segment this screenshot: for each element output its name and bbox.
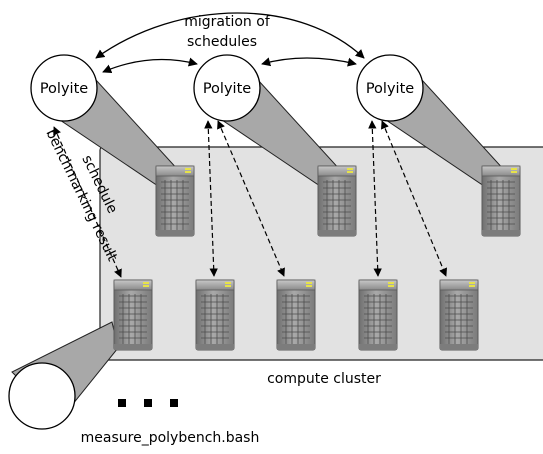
polyite-label-1: Polyite	[40, 81, 88, 97]
server-icon	[439, 279, 479, 351]
dashed-arrow-schedule	[53, 126, 122, 278]
measure-script-node	[8, 362, 76, 430]
dashed-arrow	[368, 120, 382, 277]
polyite-node-1	[30, 54, 98, 122]
migration-label-line2: schedules	[187, 34, 257, 50]
polyite-node-2	[193, 54, 261, 122]
dashed-arrow	[217, 120, 285, 277]
migration-arc-1-3	[95, 12, 365, 59]
script-label: measure_polybench.bash	[81, 430, 260, 446]
server-icon	[276, 279, 316, 351]
ellipsis	[118, 399, 178, 407]
server-icon	[358, 279, 398, 351]
server-icon	[317, 165, 357, 237]
server-icon	[155, 165, 195, 237]
server-icon	[113, 279, 153, 351]
dashed-arrow	[381, 120, 447, 277]
migration-label-line1: migration of	[184, 14, 271, 30]
migration-arc-2-3	[261, 57, 357, 67]
migration-arc-1-2	[102, 57, 198, 73]
polyite-node-3	[356, 54, 424, 122]
server-icon	[481, 165, 521, 237]
cluster-label: compute cluster	[267, 371, 381, 387]
dashed-arrow	[204, 120, 218, 277]
polyite-label-3: Polyite	[366, 81, 414, 97]
server-icon	[195, 279, 235, 351]
polyite-label-2: Polyite	[203, 81, 251, 97]
